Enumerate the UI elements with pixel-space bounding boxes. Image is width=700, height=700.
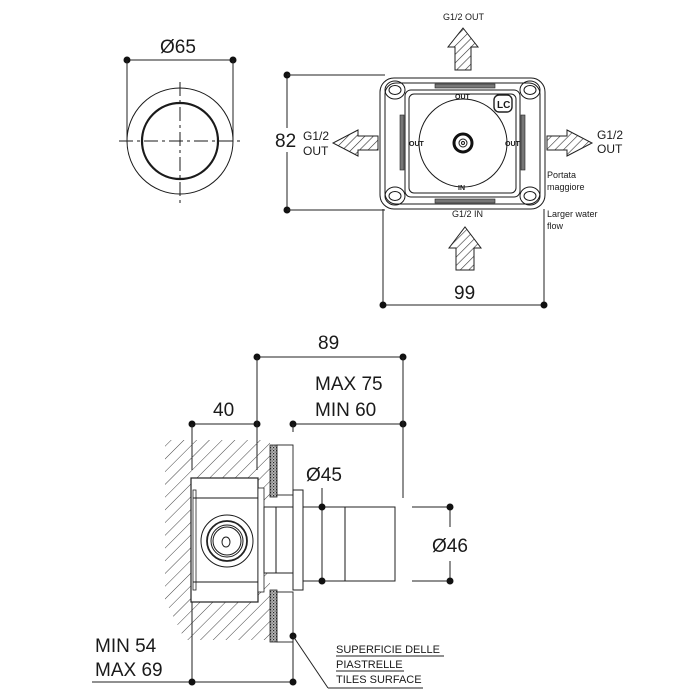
bottom-port-label: G1/2 IN (452, 209, 483, 219)
mount-holes (384, 80, 541, 206)
fitting-center (221, 536, 231, 548)
wall-range-line2: MAX 69 (95, 660, 163, 681)
top-out-arrow-icon (446, 27, 480, 71)
height-label: 82 (275, 131, 296, 152)
range-label-line1: MAX 75 (315, 374, 383, 395)
inner-left-label: OUT (409, 141, 425, 148)
top-port-label: G1/2 OUT (443, 12, 485, 22)
wall-range-line1: MIN 54 (95, 636, 157, 657)
valve-stem-outer (452, 132, 474, 154)
fitting-circle (206, 520, 248, 562)
box-outer-frame (379, 77, 546, 210)
inner-top-label: OUT (455, 94, 471, 101)
dimension-endpoint (318, 577, 326, 585)
rosette-top (276, 444, 294, 496)
fitting-inner-circle (210, 524, 244, 558)
left-out-arrow-icon (331, 129, 379, 157)
dimension-endpoint (188, 678, 196, 686)
tile-note-line2: PIASTRELLE (336, 659, 403, 671)
fitting-core-circle (212, 526, 242, 556)
right-port-label-line2: OUT (597, 142, 623, 156)
right-port-label-line1: G1/2 (597, 128, 623, 142)
box-flange (192, 489, 197, 591)
box-body (404, 89, 521, 198)
dimension-endpoint (446, 577, 454, 585)
dimension-endpoint (289, 678, 297, 686)
brand-logo: LC (493, 94, 513, 113)
front-view: Ø65 (119, 37, 241, 203)
range-label-line2: MIN 60 (315, 400, 376, 421)
front-diameter-label: Ø65 (160, 37, 196, 58)
inner-bottom-label: IN (458, 185, 465, 192)
note-it-line2: maggiore (547, 182, 585, 192)
logo-text: LC (497, 100, 510, 111)
tile-note-line3: TILES SURFACE (336, 674, 422, 686)
label-background (276, 128, 298, 152)
spindle (302, 506, 396, 582)
depth-label: 40 (213, 400, 234, 421)
cover-plate (292, 489, 304, 591)
fitting-outer-circle (200, 514, 254, 568)
dimension-endpoint (379, 301, 387, 309)
slot-bottom (434, 198, 496, 204)
slot-left (399, 114, 405, 171)
slot-right (520, 114, 526, 171)
note-it-line1: Portata (547, 170, 576, 180)
slot-top (434, 83, 496, 89)
valve-body-circle (418, 98, 508, 188)
width-label: 99 (454, 283, 475, 304)
leader-line (292, 635, 329, 689)
box-body-inner (408, 93, 517, 194)
inner-right-label: OUT (505, 141, 521, 148)
valve-stem-inner (458, 138, 468, 148)
right-out-arrow-icon (546, 129, 594, 157)
box-front-plate (257, 487, 265, 593)
tile-layer-top (269, 444, 278, 498)
left-port-label-line2: OUT (303, 144, 329, 158)
valve-stem-center (461, 141, 465, 145)
box-view: 82 OUT OUT OUT IN LC (275, 12, 623, 309)
dimension-endpoint (318, 503, 326, 511)
spindle-diameter-label: Ø45 (306, 465, 342, 486)
left-port-label-line1: G1/2 (303, 129, 329, 143)
side-view: 89 40 MAX 75 MIN 60 (92, 333, 468, 689)
dimension-endpoint (446, 503, 454, 511)
knob-diameter-label: Ø46 (432, 536, 468, 557)
dimension-endpoint (540, 301, 548, 309)
note-en-line2: flow (547, 221, 564, 231)
tile-layer-bottom (269, 589, 278, 643)
overall-length-label: 89 (318, 333, 339, 354)
tile-note-line1: SUPERFICIE DELLE (336, 644, 440, 656)
rosette-bottom (276, 591, 294, 643)
spindle-sleeve (263, 506, 295, 574)
box-inner-frame (384, 82, 541, 205)
bottom-in-arrow-icon (447, 226, 483, 271)
note-en-line1: Larger water (547, 209, 598, 219)
